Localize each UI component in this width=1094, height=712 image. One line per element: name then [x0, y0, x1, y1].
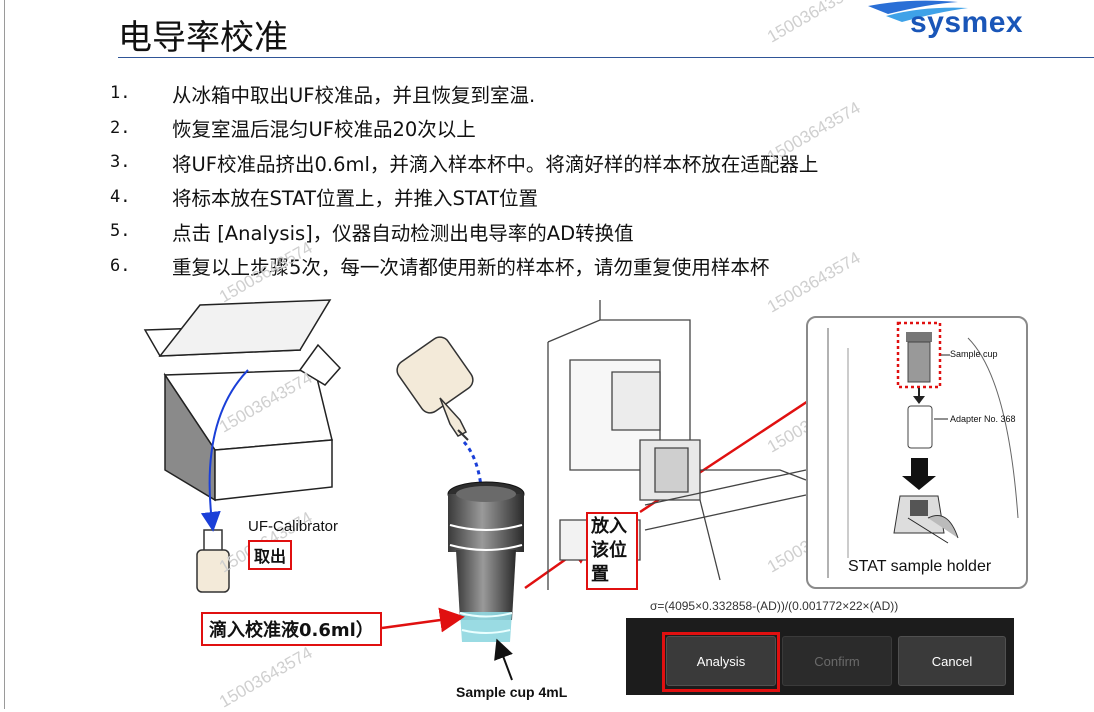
- formula-bar: σ=(4095×0.332858-(AD))/(0.001772×22×(AD)…: [626, 596, 1014, 618]
- step-number: 2.: [110, 117, 131, 138]
- step-text: 将标本放在STAT位置上，并推入STAT位置: [172, 187, 539, 211]
- step-number: 5.: [110, 221, 131, 242]
- step-number: 6.: [110, 255, 131, 276]
- analysis-button[interactable]: Analysis: [666, 636, 776, 686]
- confirm-button[interactable]: Confirm: [782, 636, 892, 686]
- conductivity-formula: σ=(4095×0.332858-(AD))/(0.001772×22×(AD)…: [650, 599, 899, 613]
- blue-arrow-icon: [200, 369, 249, 532]
- sample-cup-caption: Sample cup 4mL: [456, 684, 568, 700]
- slide-title: 电导率校准: [118, 18, 288, 58]
- step-text: 从冰箱中取出UF校准品，并且恢复到室温.: [172, 83, 536, 107]
- calibrator-label: UF-Calibrator: [248, 518, 339, 535]
- step-text: 将UF校准品挤出0.6ml，并滴入样本杯中。将滴好样的样本杯放在适配器上: [172, 152, 819, 176]
- step-item: 3. 将UF校准品挤出0.6ml，并滴入样本杯中。将滴好样的样本杯放在适配器上: [110, 145, 818, 180]
- calibrator-box-icon: [143, 299, 342, 502]
- step-text: 点击 [Analysis]，仪器自动检测出电导率的AD转换值: [172, 221, 634, 245]
- cup-pointer-arrow-icon: [494, 638, 513, 681]
- sample-cup-icon: [447, 481, 525, 642]
- step-number: 3.: [110, 152, 131, 173]
- cancel-button[interactable]: Cancel: [898, 636, 1006, 686]
- step-list: 1. 从冰箱中取出UF校准品，并且恢复到室温. 2. 恢复室温后混匀UF校准品2…: [110, 76, 818, 283]
- step-number: 1.: [110, 83, 131, 104]
- stat-holder-diagram: [827, 321, 1019, 578]
- calibrator-bottle-icon: [196, 529, 230, 593]
- red-arrow-icon: [524, 539, 595, 590]
- drip-arrow-icon: [462, 441, 497, 513]
- stat-holder-label: STAT sample holder: [848, 558, 992, 575]
- watermark: 15003643574: [216, 642, 316, 712]
- place-position-label: 放入该位置: [586, 512, 638, 590]
- step-text: 恢复室温后混匀UF校准品20次以上: [172, 118, 476, 142]
- red-arrow-icon: [381, 607, 465, 633]
- sysmex-logo-icon: [868, 0, 968, 22]
- stat-holder-inset: Sample cup Adapter No. 368 STAT sample h…: [806, 316, 1028, 589]
- step-number: 4.: [110, 186, 131, 207]
- take-out-label: 取出: [248, 540, 293, 570]
- step-item: 5. 点击 [Analysis]，仪器自动检测出电导率的AD转换值: [110, 214, 818, 249]
- step-text: 重复以上步骤5次，每一次请都使用新的样本杯，请勿重复使用样本杯: [172, 256, 770, 280]
- step-item: 2. 恢复室温后混匀UF校准品20次以上: [110, 111, 818, 146]
- slide-left-border: [4, 0, 5, 709]
- step-item: 6. 重复以上步骤5次，每一次请都使用新的样本杯，请勿重复使用样本杯: [110, 249, 818, 284]
- dropper-bottle-icon: [396, 336, 474, 441]
- brand-logo-text: sysmex: [910, 6, 1024, 39]
- watermark: 15003643574: [216, 367, 316, 437]
- adapter-label: Adapter No. 368: [950, 414, 1016, 424]
- sample-cup-label: Sample cup: [950, 349, 998, 359]
- watermark: 15003643574: [764, 0, 864, 47]
- drip-volume-label: 滴入校准液0.6ml）: [201, 612, 382, 646]
- step-item: 4. 将标本放在STAT位置上，并推入STAT位置: [110, 180, 818, 215]
- analysis-dialog-panel: σ=(4095×0.332858-(AD))/(0.001772×22×(AD)…: [626, 596, 1014, 695]
- title-underline: [118, 57, 1094, 58]
- step-item: 1. 从冰箱中取出UF校准品，并且恢复到室温.: [110, 76, 818, 111]
